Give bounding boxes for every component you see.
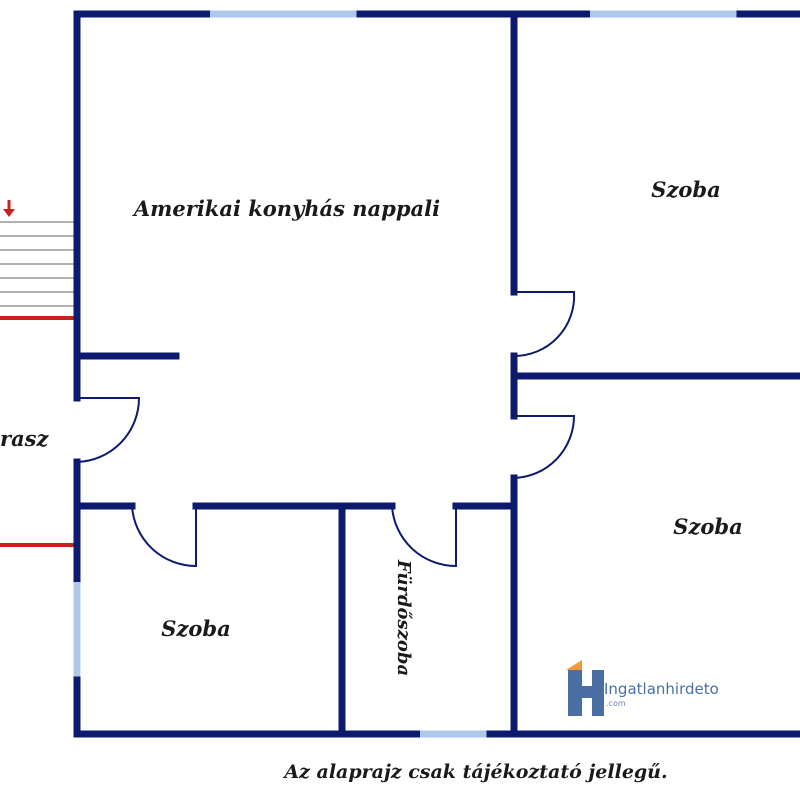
room-label-bathroom: Fürdőszoba [393,559,414,676]
house-logo-icon [568,670,604,716]
room-label-terrace: rasz [0,426,49,451]
door-bathroom [391,505,457,568]
door-room-top-right [513,291,576,358]
logo-name: Ingatlanhirdeto [604,680,719,698]
room-label-top-right: Szoba [651,177,720,202]
room-label-mid-right: Szoba [673,514,742,539]
room-label-bottom-left: Szoba [161,616,230,641]
arrow-down-icon [3,200,15,217]
roof-logo-icon [566,660,582,670]
door-terrace [76,397,141,463]
staircase [0,200,76,320]
ingatlanhirdeto-logo: Ingatlanhirdeto .com [566,660,719,716]
outer-walls [73,10,800,738]
door-room-bottom-left [131,505,197,568]
inner-walls [73,10,800,738]
room-label-living: Amerikai konyhás nappali [132,196,440,221]
door-room-mid-right [513,415,576,479]
logo-suffix: .com [606,699,626,708]
disclaimer-text: Az alaprajz csak tájékoztató jellegű. [282,761,667,783]
doors [76,291,576,568]
